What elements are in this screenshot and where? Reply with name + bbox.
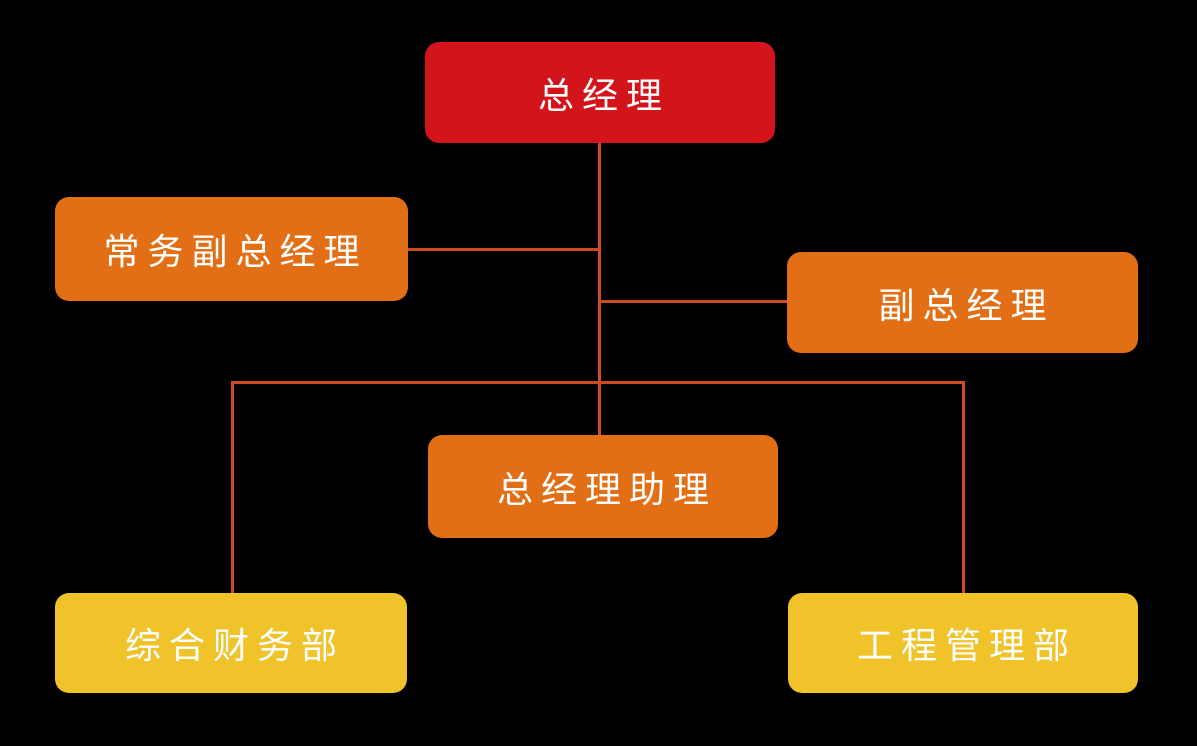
connector-departments-horizontal <box>231 381 965 384</box>
org-node-label: 副总经理 <box>878 284 1055 326</box>
org-node-exec-deputy-gm: 常务副总经理 <box>55 197 408 301</box>
org-node-deputy-gm: 副总经理 <box>787 252 1138 353</box>
connector-exec-deputy-gm <box>408 248 600 251</box>
connector-deputy-gm <box>600 300 787 303</box>
connector-engineering-dept <box>962 381 965 593</box>
org-node-label: 常务副总经理 <box>103 231 368 272</box>
org-node-label: 总经理 <box>537 74 670 116</box>
connector-trunk-vertical <box>598 143 601 435</box>
org-node-engineering-dept: 工程管理部 <box>788 593 1138 693</box>
org-node-finance-dept: 综合财务部 <box>55 593 407 693</box>
org-node-label: 总经理助理 <box>496 468 717 510</box>
org-node-gm-assistant: 总经理助理 <box>428 435 778 538</box>
org-node-label: 工程管理部 <box>856 625 1077 666</box>
connector-finance-dept <box>231 381 234 593</box>
org-node-general-manager: 总经理 <box>425 42 775 143</box>
org-node-label: 综合财务部 <box>124 625 345 666</box>
